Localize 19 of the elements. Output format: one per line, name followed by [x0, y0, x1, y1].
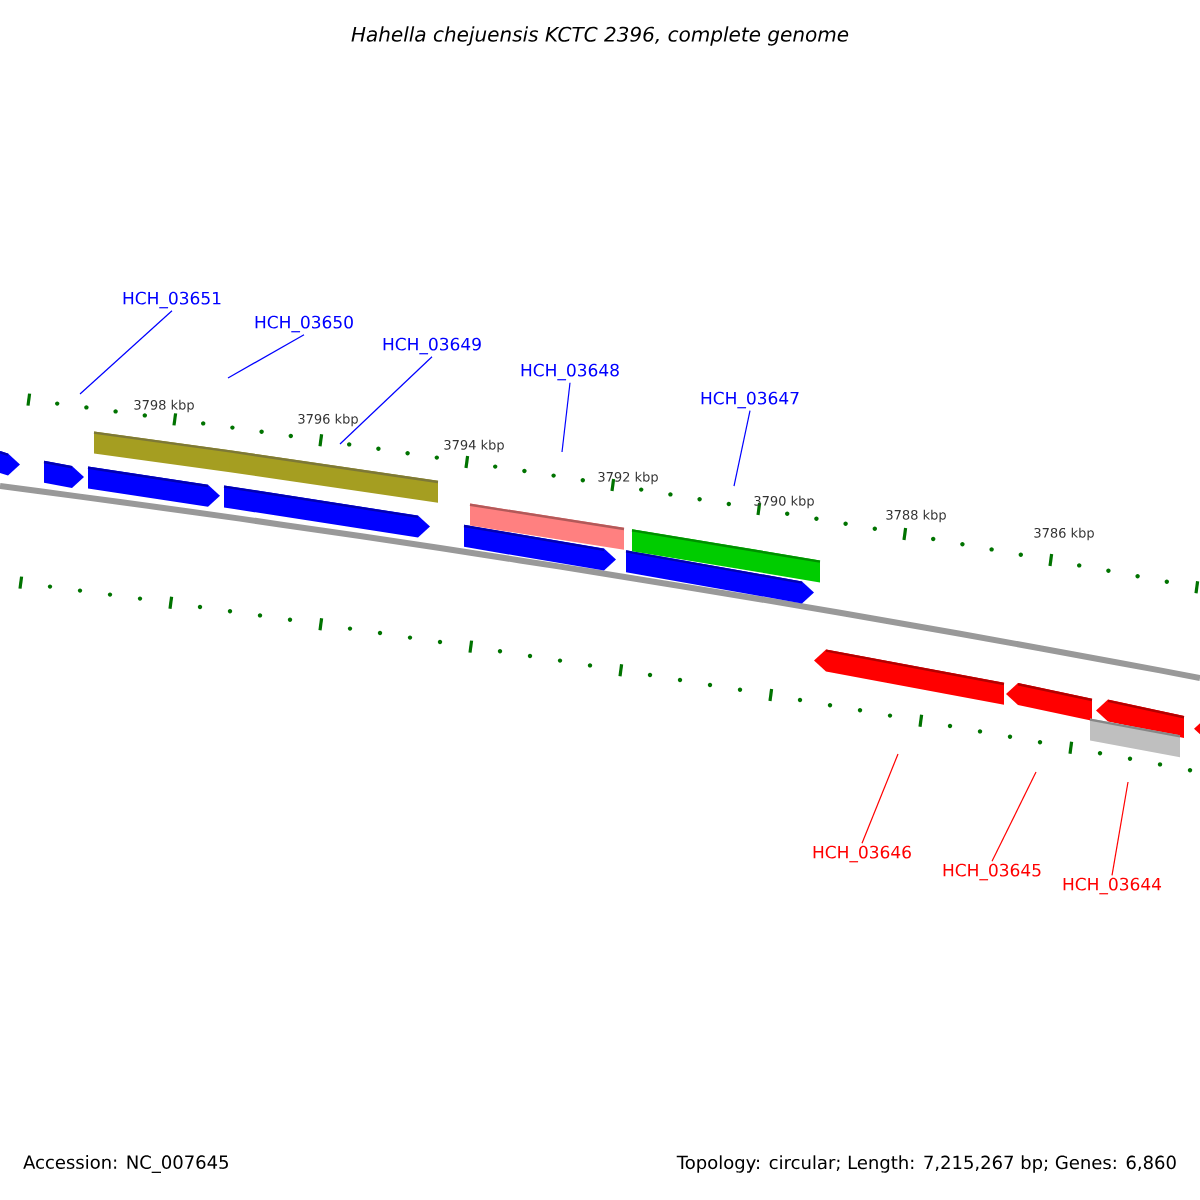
gene-label: HCH_03645 — [943, 863, 1041, 881]
accession-text: Accession: NC_007645 — [23, 1155, 228, 1173]
leader-line — [861, 753, 899, 844]
leader-line — [79, 310, 173, 395]
leader-line — [561, 382, 571, 453]
genome-info-text: Topology: circular; Length: 7,215,267 bp; Genes: 6,860 — [676, 1155, 1176, 1173]
gene-label: HCH_03644 — [1063, 877, 1162, 895]
leader-line — [1111, 781, 1129, 876]
gene-label: HCH_03647 — [701, 391, 799, 409]
title: Hahella chejuensis KCTC 2396, complete genome — [351, 26, 849, 46]
gene-label: HCH_03651 — [123, 291, 221, 309]
leader-line — [991, 771, 1037, 862]
gene-label: HCH_03648 — [521, 363, 619, 381]
leader-line — [339, 356, 433, 445]
leader-line — [227, 334, 305, 379]
leader-line — [733, 410, 751, 487]
gene-label: HCH_03649 — [383, 337, 481, 355]
gene-label: HCH_03650 — [255, 315, 353, 333]
gene-label: HCH_03646 — [813, 845, 911, 863]
